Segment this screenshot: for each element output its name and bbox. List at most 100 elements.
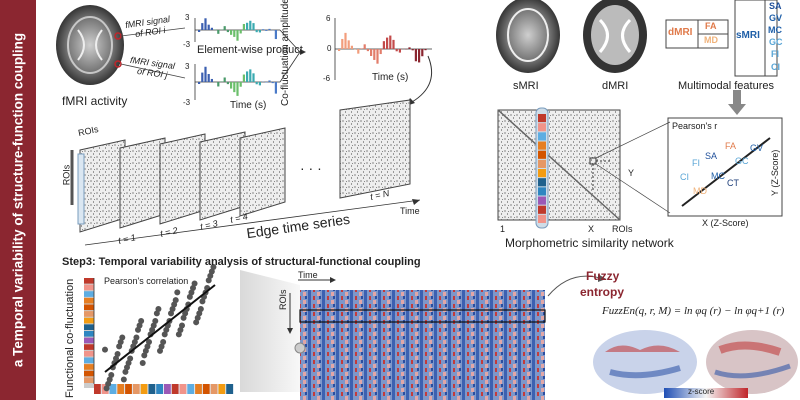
signal-bar	[252, 23, 255, 30]
signal-bar	[398, 49, 401, 53]
fuzzen-formula: FuzzEn(q, r, M) = ln φq (r) − ln φq+1 (r…	[602, 305, 785, 317]
signal-bar	[255, 82, 258, 85]
fuzzy-label: Fuzzy	[586, 269, 620, 283]
point-ct: CT	[727, 178, 739, 188]
color-strip-cell	[84, 350, 94, 357]
signal-bar	[258, 82, 261, 86]
zoom-wedge	[240, 270, 300, 392]
signal-bar	[363, 44, 366, 49]
zscore-colorbar	[664, 388, 748, 398]
signal-bar	[414, 49, 417, 62]
color-strip-cell	[84, 337, 94, 344]
dmri-box-label: dMRI	[668, 27, 693, 38]
signal-bar	[239, 30, 242, 34]
color-strip-cell	[84, 344, 94, 350]
scatter-point	[120, 376, 127, 383]
scatter-point	[153, 310, 160, 317]
color-strip-cell	[179, 384, 187, 394]
signal-bar	[220, 81, 223, 82]
point-md: MD	[693, 186, 707, 196]
color-strip-cell	[132, 384, 140, 394]
signal-bar	[242, 74, 245, 82]
signal-bar	[265, 82, 268, 83]
scatter-point	[116, 343, 123, 350]
color-strip-cell	[195, 384, 202, 394]
signal-bar	[204, 18, 207, 30]
feature-fi: FI	[771, 49, 779, 59]
signal-bar	[370, 49, 373, 57]
color-strip-cell	[171, 384, 179, 394]
cofluctuation-heatmap	[287, 277, 546, 400]
signal-bar	[268, 80, 271, 82]
signal-bar	[207, 24, 210, 30]
color-strip-cell	[84, 317, 94, 324]
signal-bar	[223, 77, 226, 82]
zscore-label: z-score	[688, 387, 715, 396]
color-strip-cell	[84, 357, 94, 364]
color-strip-cell	[84, 278, 94, 284]
color-strip-cell	[538, 205, 546, 214]
signal-bar	[230, 30, 233, 35]
signal-bar	[198, 82, 201, 84]
point-gv: GV	[750, 143, 764, 153]
color-strip-cell	[84, 284, 94, 291]
correlation-plot	[84, 264, 234, 394]
color-strip-cell	[84, 324, 94, 330]
cofluct-tick-neg6: -6	[323, 74, 331, 83]
signal-bar	[252, 73, 255, 82]
signal-bar	[344, 32, 347, 49]
signal-bar	[421, 49, 424, 57]
edge-time-series-stack	[70, 99, 421, 246]
color-strip-cell	[84, 377, 94, 383]
scatter-point	[193, 319, 200, 326]
signal-bar	[357, 49, 360, 54]
pearson-correlation-label: Pearson's correlation	[104, 276, 189, 286]
color-strip-cell	[538, 150, 546, 159]
signal-bar	[376, 49, 379, 64]
msn-rois-label: ROIs	[612, 224, 633, 234]
scatter-point	[141, 352, 148, 359]
point-mc: MC	[711, 171, 725, 181]
cortical-surface-left	[593, 330, 697, 394]
color-strip-cell	[538, 178, 546, 187]
tick-top-3: 3	[185, 13, 190, 22]
fa-label: FA	[705, 21, 717, 31]
color-strip-cell	[538, 196, 546, 205]
signal-bar	[217, 30, 220, 34]
scatter-x-label: X (Z-Score)	[702, 218, 749, 228]
signal-bar	[246, 71, 249, 82]
signal-bar	[246, 22, 249, 30]
cofluct-axis-label: Co-fluctuation amplitude	[280, 0, 291, 106]
color-strip-cell	[538, 141, 546, 150]
color-strip-cell	[164, 384, 171, 394]
color-strip-cell	[538, 214, 546, 223]
scatter-point	[161, 331, 168, 338]
signal-bar	[249, 20, 252, 30]
color-strip-cell	[156, 384, 163, 394]
color-strip-cell	[218, 384, 226, 394]
signal-bar	[341, 38, 344, 49]
msn-one-label: 1	[500, 224, 506, 234]
heatmap-rois-label: ROIs	[278, 289, 288, 310]
signal-bar	[418, 49, 421, 63]
feature-gv: GV	[769, 13, 783, 23]
signal-bar	[233, 82, 236, 93]
signal-bar	[249, 69, 252, 82]
stack-dots: · · ·	[300, 160, 322, 176]
signal-bar	[265, 30, 268, 31]
stack-time-label: Time	[400, 206, 420, 216]
tick-top-neg3: -3	[183, 40, 191, 49]
cofluct-time-label: Time (s)	[372, 72, 409, 83]
signal-bar	[223, 26, 226, 30]
signal-bar	[373, 49, 376, 60]
color-strip-cell	[94, 384, 101, 394]
signal-bar	[274, 82, 277, 94]
signal-bar	[198, 30, 201, 32]
tick-bottom-3: 3	[185, 62, 190, 71]
cofluct-tick-6: 6	[326, 14, 331, 23]
fmri-brain-image	[56, 5, 186, 85]
color-strip-cell	[538, 169, 546, 178]
multimodal-feature-boxes	[665, 0, 778, 77]
signal-bar	[255, 30, 258, 33]
